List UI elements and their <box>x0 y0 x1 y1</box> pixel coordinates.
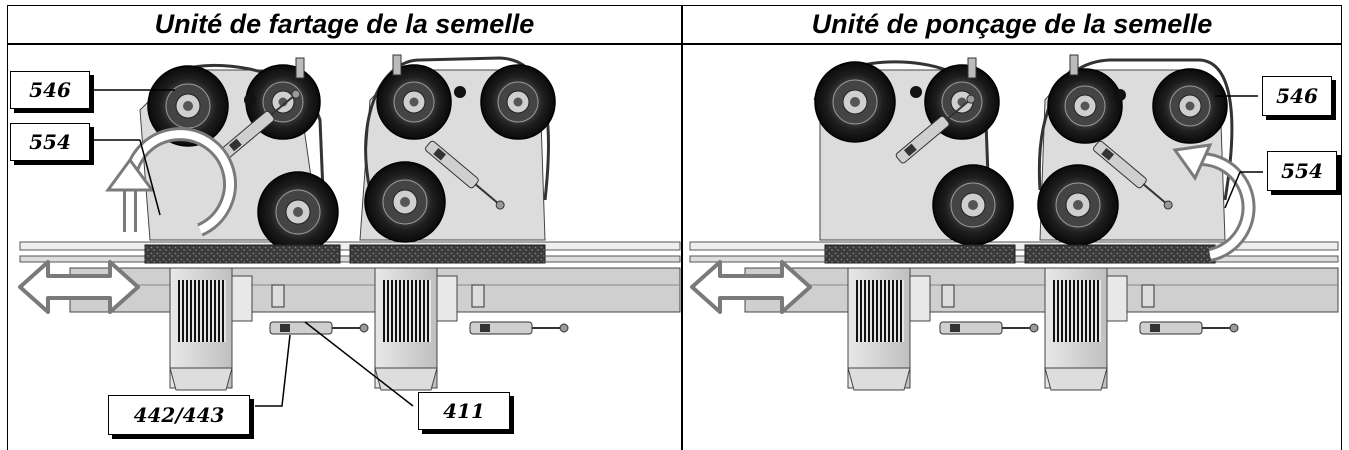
callout-442-443: 442/443 <box>108 395 250 435</box>
callout-546-right: 546 <box>1262 76 1332 116</box>
right-machine <box>689 54 1339 391</box>
left-machine <box>18 54 681 407</box>
diagram-frame <box>7 5 1342 450</box>
callout-554-left: 554 <box>10 123 90 161</box>
callout-554-right: 554 <box>1267 151 1337 191</box>
left-panel-title: Unité de fartage de la semelle <box>154 9 535 39</box>
callout-546-left: 546 <box>10 71 90 109</box>
callout-411: 411 <box>418 392 510 430</box>
right-panel-title: Unité de ponçage de la semelle <box>811 9 1213 39</box>
panel-divider <box>681 5 683 450</box>
header-separator <box>7 43 1342 45</box>
